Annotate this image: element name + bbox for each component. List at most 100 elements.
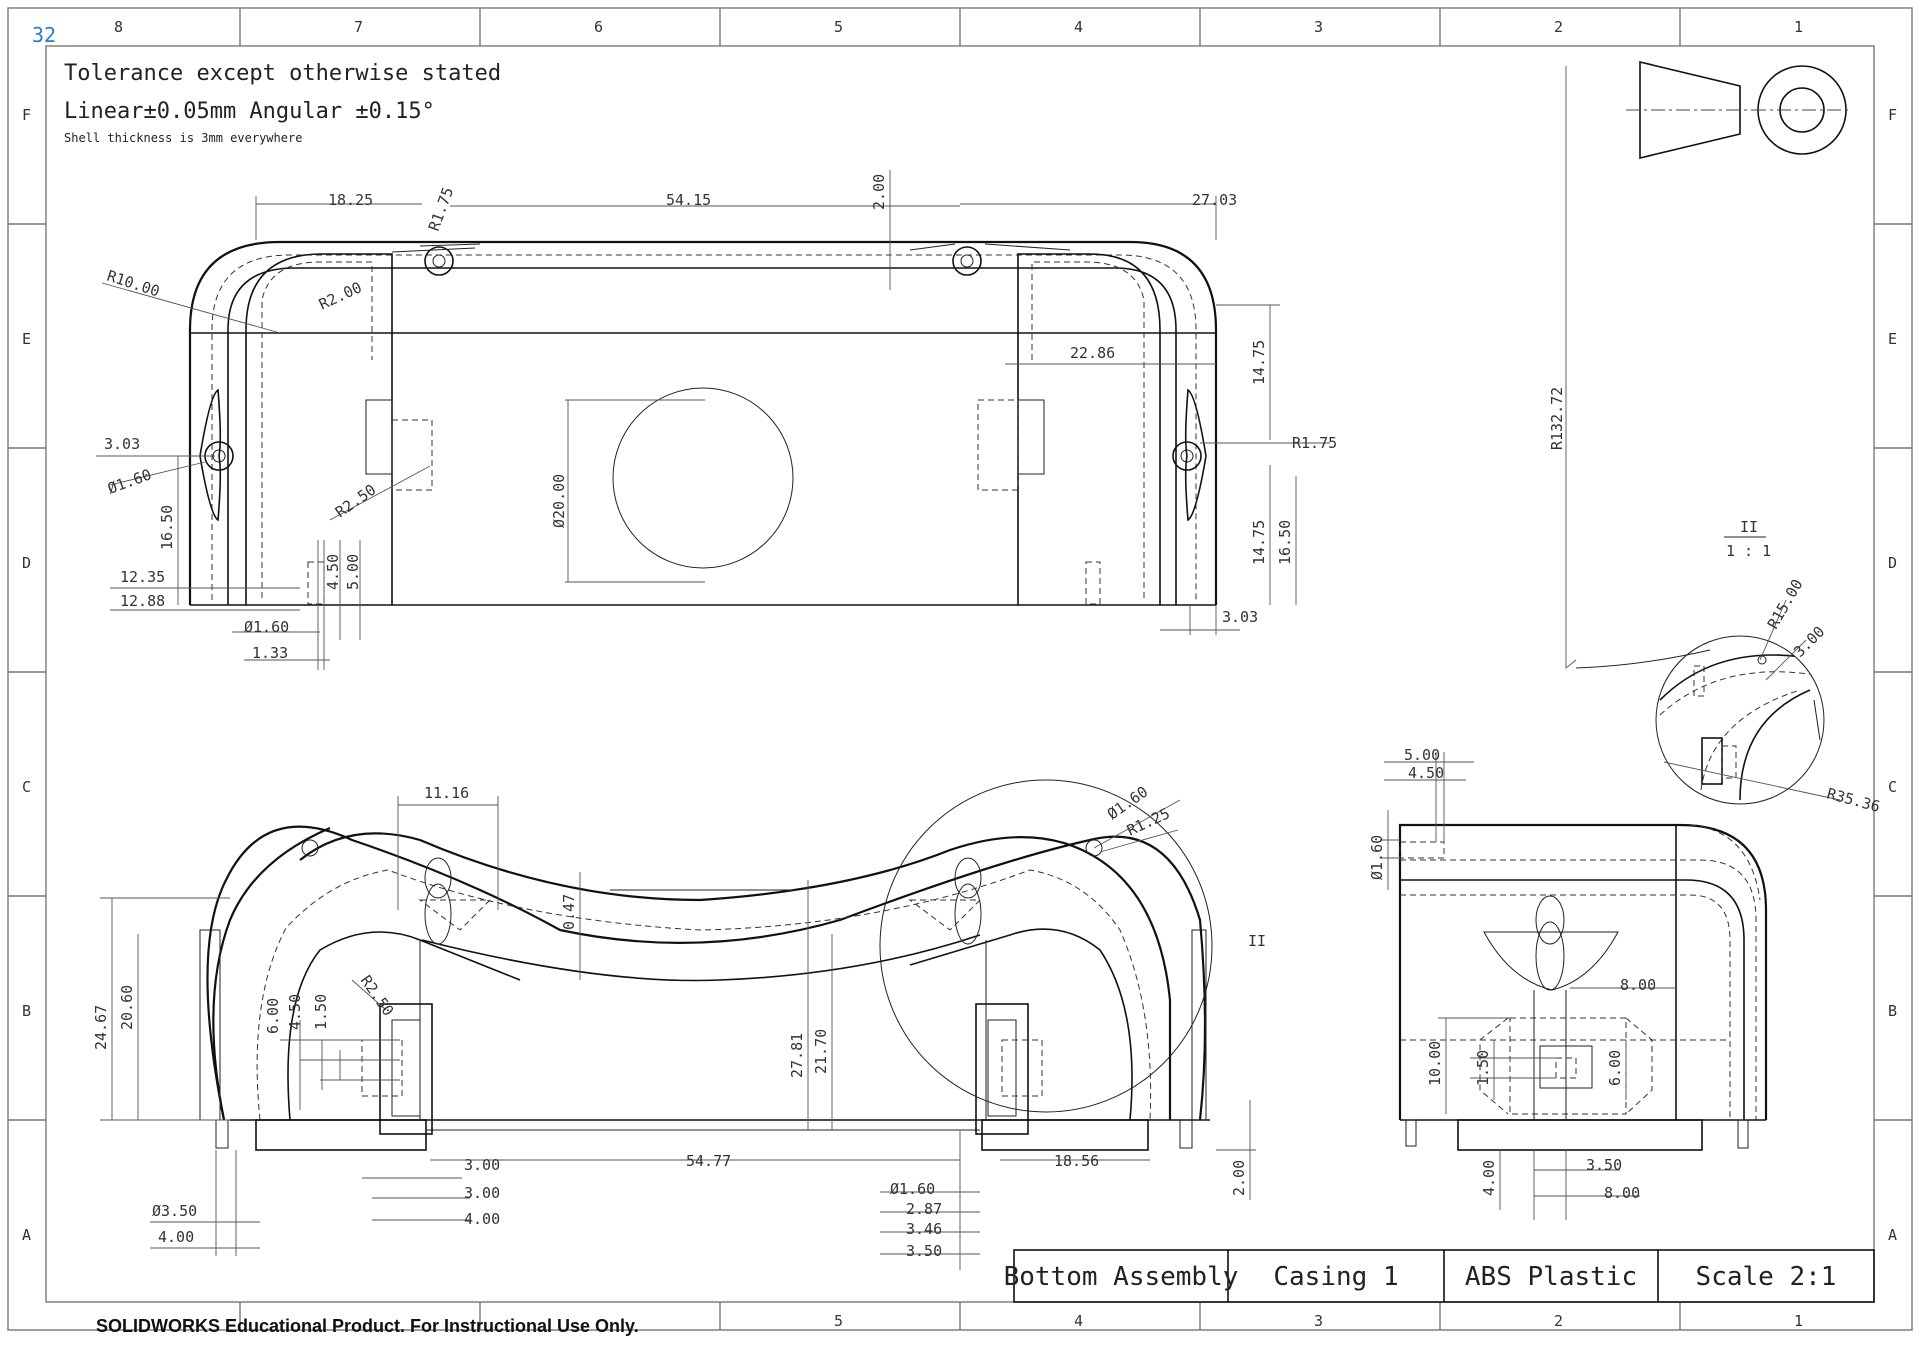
zone-col-bottom: 1 [1794, 1312, 1803, 1330]
dim-side-1-50: 1.50 [1474, 1050, 1492, 1086]
note-shell-thickness: Shell thickness is 3mm everywhere [64, 131, 302, 145]
dim-side-6-00: 6.00 [1606, 1050, 1624, 1086]
title-block-part: Casing 1 [1273, 1262, 1398, 1292]
zone-row-left: E [22, 330, 31, 348]
zone-col-top: 5 [834, 18, 843, 36]
zone-col-top: 2 [1554, 18, 1563, 36]
zone-col-bottom: 2 [1554, 1312, 1563, 1330]
dim-front-11-16: 11.16 [424, 784, 469, 802]
dim-side-dia-1-60: Ø1.60 [1368, 835, 1386, 880]
dim-top-3-03-left: 3.03 [104, 435, 140, 453]
dim-front-6-00: 6.00 [264, 998, 282, 1034]
dim-front-4-00-left: 4.00 [158, 1228, 194, 1246]
front-detail-callout: II [1248, 932, 1266, 950]
dim-front-2-87: 2.87 [906, 1200, 942, 1218]
zone-row-left: D [22, 554, 31, 572]
detail-label: II [1740, 518, 1758, 536]
dim-front-dia-1-60-low: Ø1.60 [890, 1180, 935, 1198]
dim-front-20-60: 20.60 [118, 985, 136, 1030]
side-view-dimensions: 5.00 4.50 Ø1.60 8.00 10.00 1.50 6.00 4.0… [1368, 746, 1676, 1220]
dim-front-4-00: 4.00 [464, 1210, 500, 1228]
dim-front-54-77: 54.77 [686, 1152, 731, 1170]
dim-front-3-46: 3.46 [906, 1220, 942, 1238]
zone-row-left: A [22, 1226, 31, 1244]
dim-top-dia-1-60: Ø1.60 [105, 465, 154, 497]
zone-col-top: 8 [114, 18, 123, 36]
zone-col-top: 4 [1074, 18, 1083, 36]
dim-top-16-50-left: 16.50 [158, 505, 176, 550]
dim-front-0-47: 0.47 [560, 894, 578, 930]
dim-top-22-86: 22.86 [1070, 344, 1115, 362]
zone-row-right: F [1888, 106, 1897, 124]
front-view: II [199, 779, 1266, 1151]
dim-top-14-75-lower: 14.75 [1250, 520, 1268, 565]
dim-top-r10-00: R10.00 [105, 267, 162, 301]
dim-top-18-25: 18.25 [328, 191, 373, 209]
title-block: Bottom Assembly Casing 1 ABS Plastic Sca… [1004, 1249, 1875, 1303]
dim-front-18-56: 18.56 [1054, 1152, 1099, 1170]
dim-front-27-81: 27.81 [788, 1033, 806, 1078]
dim-front-4-50: 4.50 [286, 994, 304, 1030]
dim-front-3-00-upper: 3.00 [464, 1156, 500, 1174]
dim-top-r2-00: R2.00 [316, 278, 365, 313]
zone-row-right: C [1888, 778, 1897, 796]
zone-row-right: D [1888, 554, 1897, 572]
dim-side-3-50: 3.50 [1586, 1156, 1622, 1174]
dim-top-12-35: 12.35 [120, 568, 165, 586]
zone-col-top: 6 [594, 18, 603, 36]
detail-view: II 1 : 1 R132.72 R15.00 3.00 R35.36 [1548, 66, 1882, 816]
zone-col-bottom: 4 [1074, 1312, 1083, 1330]
dim-top-3-03-right: 3.03 [1222, 608, 1258, 626]
dim-top-4-50: 4.50 [324, 554, 342, 590]
dim-top-14-75-upper: 14.75 [1250, 340, 1268, 385]
zone-row-left: C [22, 778, 31, 796]
dim-detail-3-00: 3.00 [1790, 623, 1828, 661]
dim-front-24-67: 24.67 [92, 1005, 110, 1050]
dim-detail-r132-72: R132.72 [1548, 387, 1566, 450]
detail-scale: 1 : 1 [1726, 542, 1771, 560]
dim-top-27-03: 27.03 [1192, 191, 1237, 209]
dim-top-12-88: 12.88 [120, 592, 165, 610]
dim-top-16-50-right: 16.50 [1276, 520, 1294, 565]
projection-symbol-icon [1626, 60, 1852, 160]
dim-top-1-33: 1.33 [252, 644, 288, 662]
dim-front-3-50: 3.50 [906, 1242, 942, 1260]
zone-col-bottom: 3 [1314, 1312, 1323, 1330]
zone-row-right: B [1888, 1002, 1897, 1020]
note-linear-angular: Linear±0.05mm Angular ±0.15° [64, 99, 435, 124]
tolerance-notes: Tolerance except otherwise stated Linear… [64, 61, 501, 145]
top-view [188, 240, 1218, 606]
sheet-number: 32 [32, 23, 56, 47]
title-block-scale: Scale 2:1 [1696, 1262, 1837, 1292]
title-block-title: Bottom Assembly [1004, 1262, 1239, 1292]
dim-top-r1-75-right: R1.75 [1292, 434, 1337, 452]
dim-top-dia-20-00: Ø20.00 [550, 474, 568, 528]
educational-watermark: SOLIDWORKS Educational Product. For Inst… [96, 1316, 639, 1336]
zone-col-top: 7 [354, 18, 363, 36]
zone-col-top: 1 [1794, 18, 1803, 36]
dim-top-r1-75: R1.75 [425, 185, 457, 234]
zone-row-right: A [1888, 1226, 1897, 1244]
dim-top-dia-1-60-small: Ø1.60 [244, 618, 289, 636]
dim-side-8-00-upper: 8.00 [1620, 976, 1656, 994]
dim-detail-r15-00: R15.00 [1764, 576, 1807, 632]
dim-front-21-70: 21.70 [812, 1029, 830, 1074]
zone-row-left: B [22, 1002, 31, 1020]
zone-row-right: E [1888, 330, 1897, 348]
zone-col-top: 3 [1314, 18, 1323, 36]
front-view-dimensions: 11.16 Ø1.60 R1.25 0.47 24.67 20.60 6.00 … [92, 783, 1256, 1270]
dim-side-4-00: 4.00 [1480, 1160, 1498, 1196]
drawing-frame [7, 7, 1913, 1331]
top-view-dimensions: 18.25 R1.75 54.15 2.00 27.03 R10.00 R2.0… [96, 170, 1337, 670]
dim-front-2-00: 2.00 [1230, 1160, 1248, 1196]
zone-col-bottom: 5 [834, 1312, 843, 1330]
dim-side-5-00: 5.00 [1404, 746, 1440, 764]
dim-top-r2-50: R2.50 [332, 481, 379, 522]
dim-front-3-00-lower: 3.00 [464, 1184, 500, 1202]
dim-top-54-15: 54.15 [666, 191, 711, 209]
title-block-material: ABS Plastic [1465, 1262, 1637, 1292]
side-view [1398, 823, 1768, 1151]
dim-top-2-00: 2.00 [870, 174, 888, 210]
dim-front-dia-3-50: Ø3.50 [152, 1202, 197, 1220]
